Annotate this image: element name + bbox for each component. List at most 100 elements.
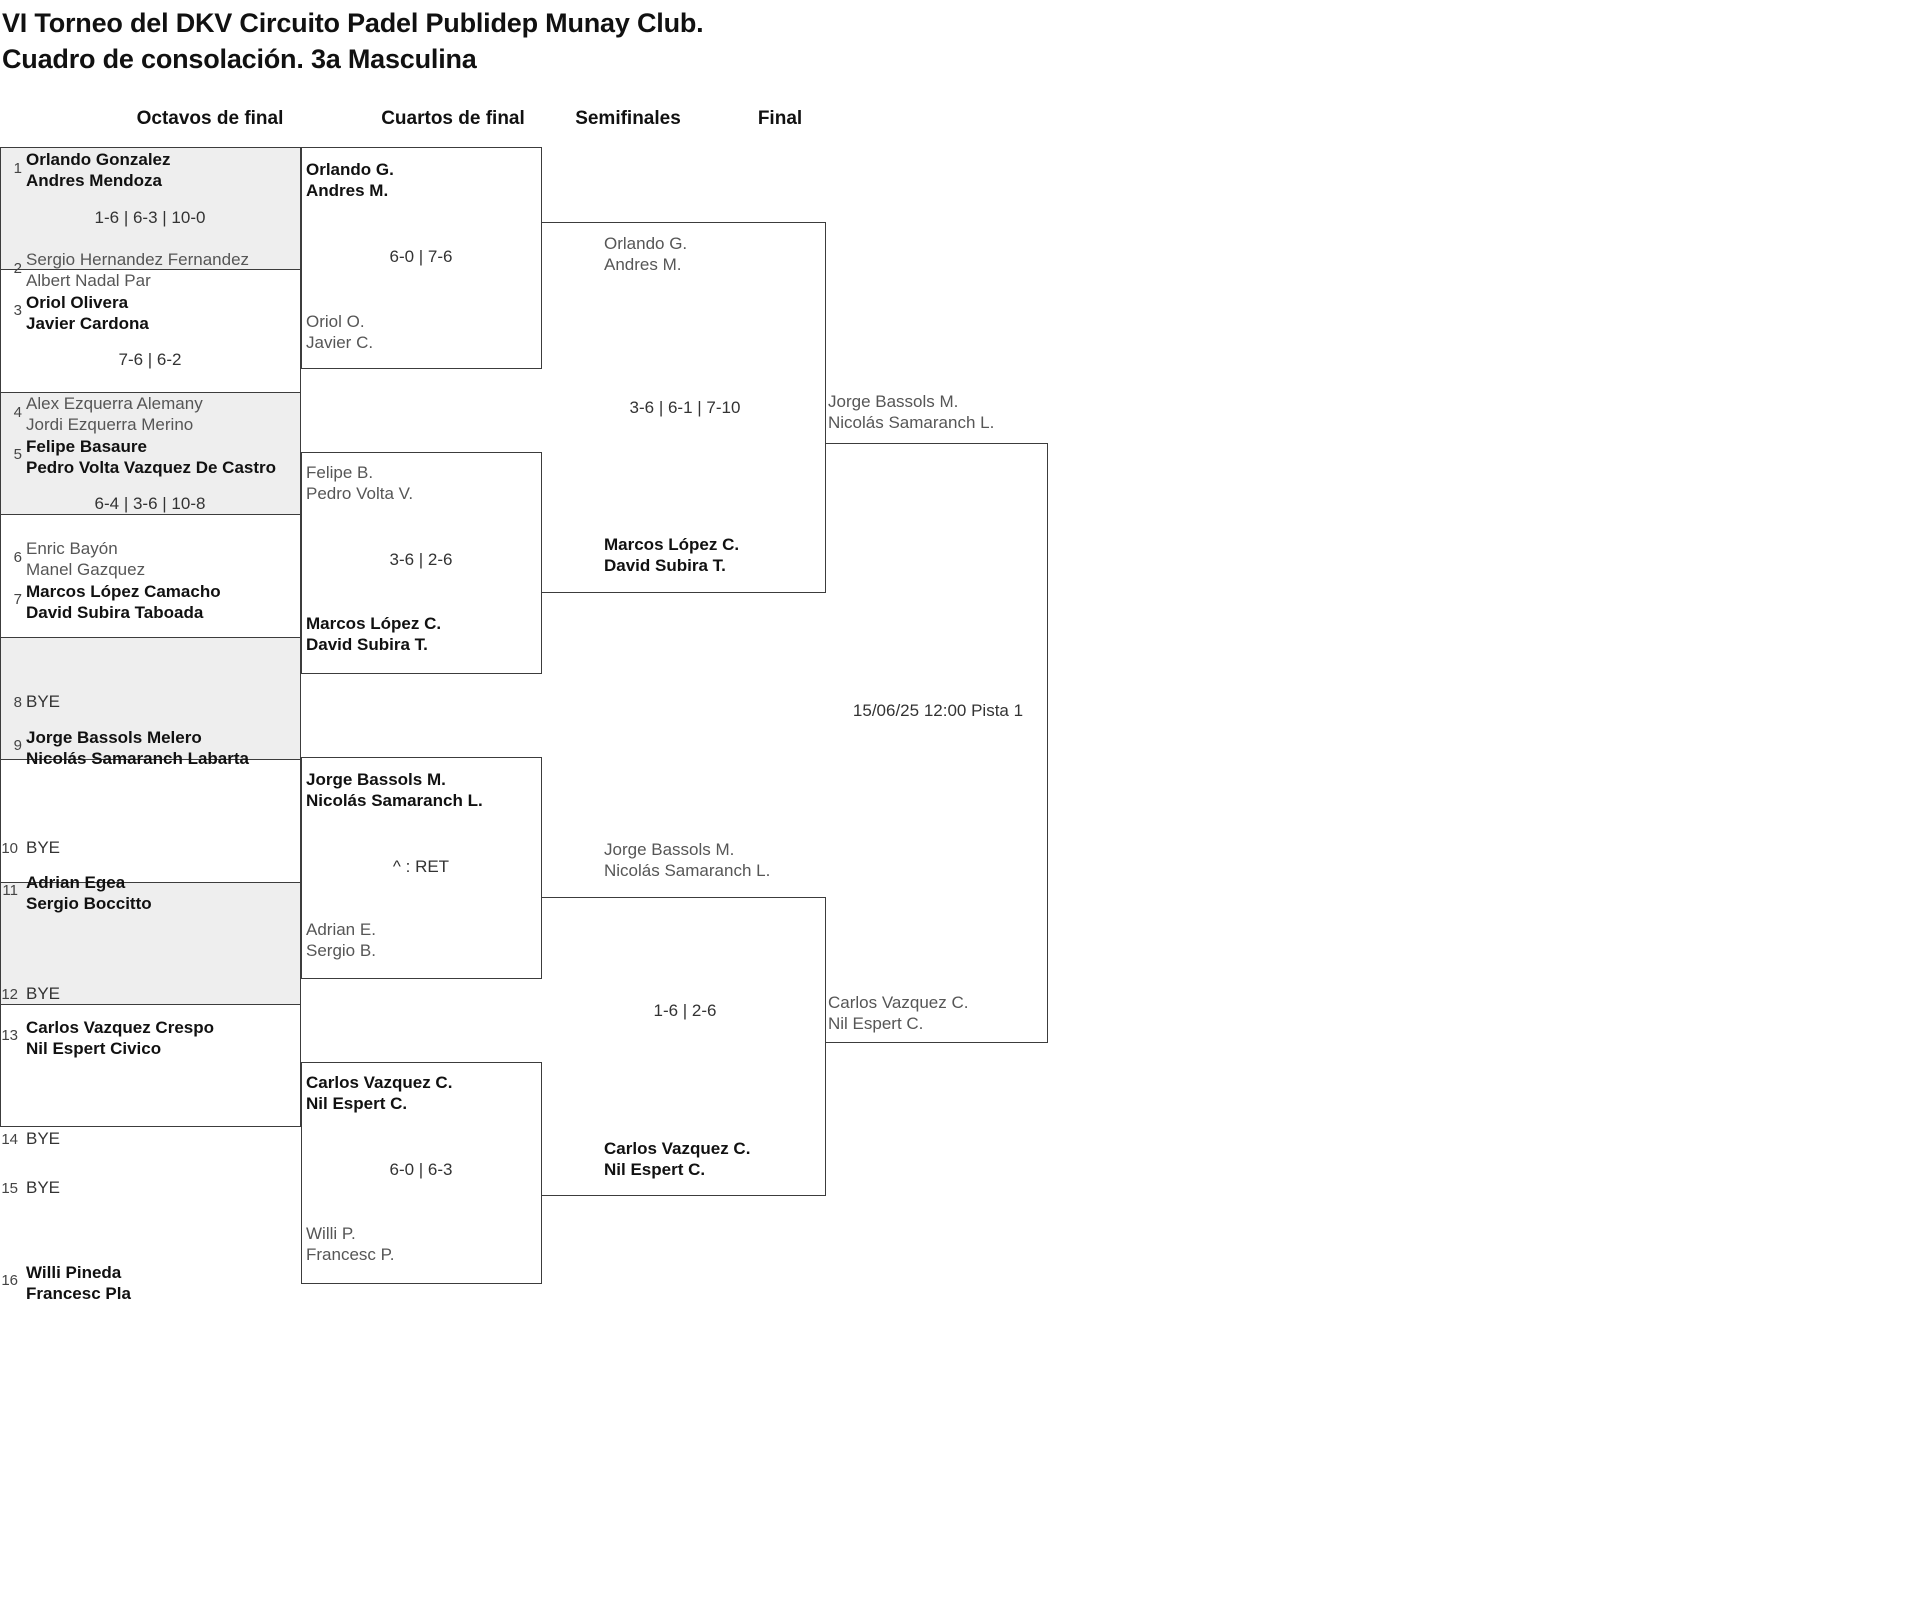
player-name: Jorge Bassols M.	[306, 770, 446, 789]
player-name: Enric Bayón	[26, 539, 118, 558]
round1-entry: Sergio Hernandez Fernandez Albert Nadal …	[26, 250, 249, 291]
qf-entry: Jorge Bassols M. Nicolás Samaranch L.	[306, 770, 483, 811]
player-name: Nil Espert Civico	[26, 1038, 162, 1058]
qf-connector	[301, 452, 542, 453]
qf-entry: Adrian E. Sergio B.	[306, 920, 376, 961]
player-name: Sergio Boccitto	[26, 893, 152, 913]
round1-band	[1, 393, 300, 514]
player-name: Oriol Olivera	[26, 293, 129, 312]
round1-separator	[0, 514, 301, 515]
sf-connector	[541, 222, 826, 223]
final-connector	[1047, 443, 1048, 1043]
sf-connector	[541, 897, 826, 898]
qf-connector	[541, 147, 542, 369]
page-title: VI Torneo del DKV Circuito Padel Publide…	[2, 6, 1202, 77]
round-header-final: Final	[757, 108, 803, 129]
player-name: Marcos López C.	[604, 535, 740, 554]
player-name: David Subira Taboada	[26, 602, 204, 622]
qf-connector	[301, 368, 542, 369]
match-score: 3-6 | 6-1 | 7-10	[629, 398, 741, 417]
player-name: Pedro Volta Vazquez De Castro	[26, 457, 277, 477]
player-name: Alex Ezquerra Alemany	[26, 394, 203, 413]
player-name: Albert Nadal Par	[26, 270, 151, 290]
seed-number: 9	[13, 737, 22, 754]
match-score: 7-6 | 6-2	[118, 350, 182, 369]
player-name: Javier Cardona	[26, 313, 149, 333]
round1-entry-bye: BYE	[26, 692, 60, 713]
player-name: Jorge Bassols M.	[828, 392, 959, 411]
player-name: Jorge Bassols M.	[604, 840, 735, 859]
player-name: Nicolás Samaranch Labarta	[26, 748, 249, 768]
sf-entry: Marcos López C. David Subira T.	[604, 535, 739, 576]
seed-number: 2	[13, 260, 22, 277]
player-name: Andres Mendoza	[26, 170, 163, 190]
qf-connector	[301, 1062, 302, 1284]
title-line-2: Cuadro de consolación. 3a Masculina	[2, 43, 477, 74]
player-name: Nil Espert C.	[604, 1159, 706, 1179]
bye-label: BYE	[26, 692, 61, 711]
round1-separator	[0, 637, 301, 638]
seed-number: 16	[1, 1272, 18, 1289]
round-header-semifinales: Semifinales	[575, 108, 681, 129]
player-name: Willi P.	[306, 1224, 356, 1243]
player-name: Nil Espert C.	[828, 1013, 924, 1033]
player-name: Pedro Volta V.	[306, 483, 414, 503]
qf-connector	[301, 757, 302, 979]
player-name: Nicolás Samaranch L.	[604, 860, 771, 880]
qf-connector	[301, 1283, 542, 1284]
final-schedule: 15/06/25 12:00 Pista 1	[852, 701, 1024, 720]
player-name: Orlando G.	[306, 160, 394, 179]
round1-band	[1, 883, 300, 1004]
final-entry: Jorge Bassols M. Nicolás Samaranch L.	[828, 392, 994, 433]
sf-connector	[825, 897, 826, 1196]
player-name: Andres M.	[306, 180, 389, 200]
qf-connector	[301, 1062, 542, 1063]
qf-entry: Felipe B. Pedro Volta V.	[306, 463, 413, 504]
player-name: Marcos López C.	[306, 614, 442, 633]
match-score: 1-6 | 2-6	[653, 1001, 717, 1020]
sf-connector	[541, 592, 826, 593]
sf-entry: Carlos Vazquez C. Nil Espert C.	[604, 1139, 750, 1180]
bye-label: BYE	[26, 838, 61, 857]
qf-connector	[301, 673, 542, 674]
round-header-cuartos: Cuartos de final	[381, 108, 525, 129]
round1-band	[1, 638, 300, 759]
bye-label: BYE	[26, 1129, 61, 1148]
seed-number: 14	[1, 1131, 18, 1148]
qf-entry: Oriol O. Javier C.	[306, 312, 373, 353]
qf-connector	[541, 757, 542, 979]
player-name: Carlos Vazquez Crespo	[26, 1018, 215, 1037]
round1-entry: Adrian Egea Sergio Boccitto	[26, 873, 152, 914]
qf-connector	[541, 1062, 542, 1284]
round1-separator	[0, 1004, 301, 1005]
round1-entry: Enric Bayón Manel Gazquez	[26, 539, 145, 580]
seed-number: 8	[13, 694, 22, 711]
qf-entry: Carlos Vazquez C. Nil Espert C.	[306, 1073, 452, 1114]
round1-entry: Marcos López Camacho David Subira Taboad…	[26, 582, 221, 623]
sf-entry: Jorge Bassols M. Nicolás Samaranch L.	[604, 840, 770, 881]
round1-separator	[0, 882, 301, 883]
round1-entry: Jorge Bassols Melero Nicolás Samaranch L…	[26, 728, 249, 769]
player-name: Adrian Egea	[26, 873, 126, 892]
player-name: Francesc Pla	[26, 1283, 131, 1303]
qf-connector	[301, 757, 542, 758]
round1-band	[1, 148, 300, 269]
round1-separator	[0, 759, 301, 760]
qf-entry: Marcos López C. David Subira T.	[306, 614, 441, 655]
seed-number: 15	[1, 1180, 18, 1197]
title-line-1: VI Torneo del DKV Circuito Padel Publide…	[2, 8, 704, 38]
final-entry: Carlos Vazquez C. Nil Espert C.	[828, 993, 968, 1034]
player-name: Oriol O.	[306, 312, 365, 331]
qf-connector	[301, 147, 302, 369]
match-score: 6-0 | 7-6	[389, 247, 453, 266]
round-header-octavos: Octavos de final	[136, 108, 284, 129]
player-name: David Subira T.	[604, 555, 726, 575]
round1-separator	[0, 269, 301, 270]
player-name: Andres M.	[604, 254, 682, 274]
player-name: David Subira T.	[306, 634, 428, 654]
player-name: Adrian E.	[306, 920, 376, 939]
match-score: 3-6 | 2-6	[389, 550, 453, 569]
seed-number: 4	[13, 404, 22, 421]
player-name: Felipe Basaure	[26, 437, 147, 456]
match-score: 6-0 | 6-3	[389, 1160, 453, 1179]
